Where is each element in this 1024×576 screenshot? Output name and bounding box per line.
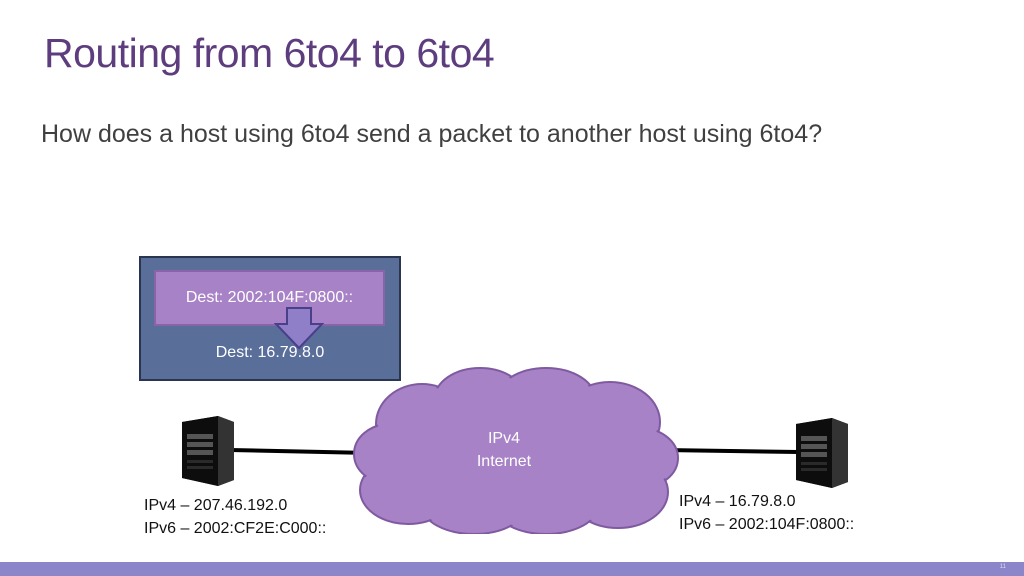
ipv6-dest-label: Dest: 2002:104F:0800:: [185, 289, 354, 306]
slide-number: 11 [999, 564, 1006, 570]
right-link [664, 448, 798, 454]
ipv6-header: Dest: 2002:104F:0800:: [154, 270, 385, 326]
left-host-ipv4: IPv4 – 207.46.192.0 [144, 497, 288, 514]
right-host-ipv4: IPv4 – 16.79.8.0 [679, 493, 796, 510]
footer-bar [0, 562, 1024, 576]
right-host-addresses: IPv4 – 16.79.8.0 IPv6 – 2002:104F:0800:: [679, 490, 854, 536]
server-icon [796, 418, 848, 488]
ipv4-header: Dest: 16.79.8.0 [139, 344, 401, 362]
slide-title: Routing from 6to4 to 6to4 [44, 30, 495, 76]
cloud-label-line1: IPv4 [487, 430, 520, 447]
right-host-ipv6: IPv6 – 2002:104F:0800:: [679, 516, 855, 533]
cloud-label-line2: Internet [476, 453, 532, 470]
left-host-addresses: IPv4 – 207.46.192.0 IPv6 – 2002:CF2E:C00… [144, 494, 326, 540]
left-link [230, 448, 370, 455]
down-arrow-icon [274, 307, 324, 350]
cloud-label: IPv4 Internet [444, 427, 564, 473]
ipv4-dest-label: Dest: 16.79.8.0 [215, 344, 325, 361]
server-icon [182, 416, 234, 486]
left-host-ipv6: IPv6 – 2002:CF2E:C000:: [144, 520, 327, 537]
slide-subtitle: How does a host using 6to4 send a packet… [41, 120, 823, 148]
cloud-icon [353, 367, 679, 534]
